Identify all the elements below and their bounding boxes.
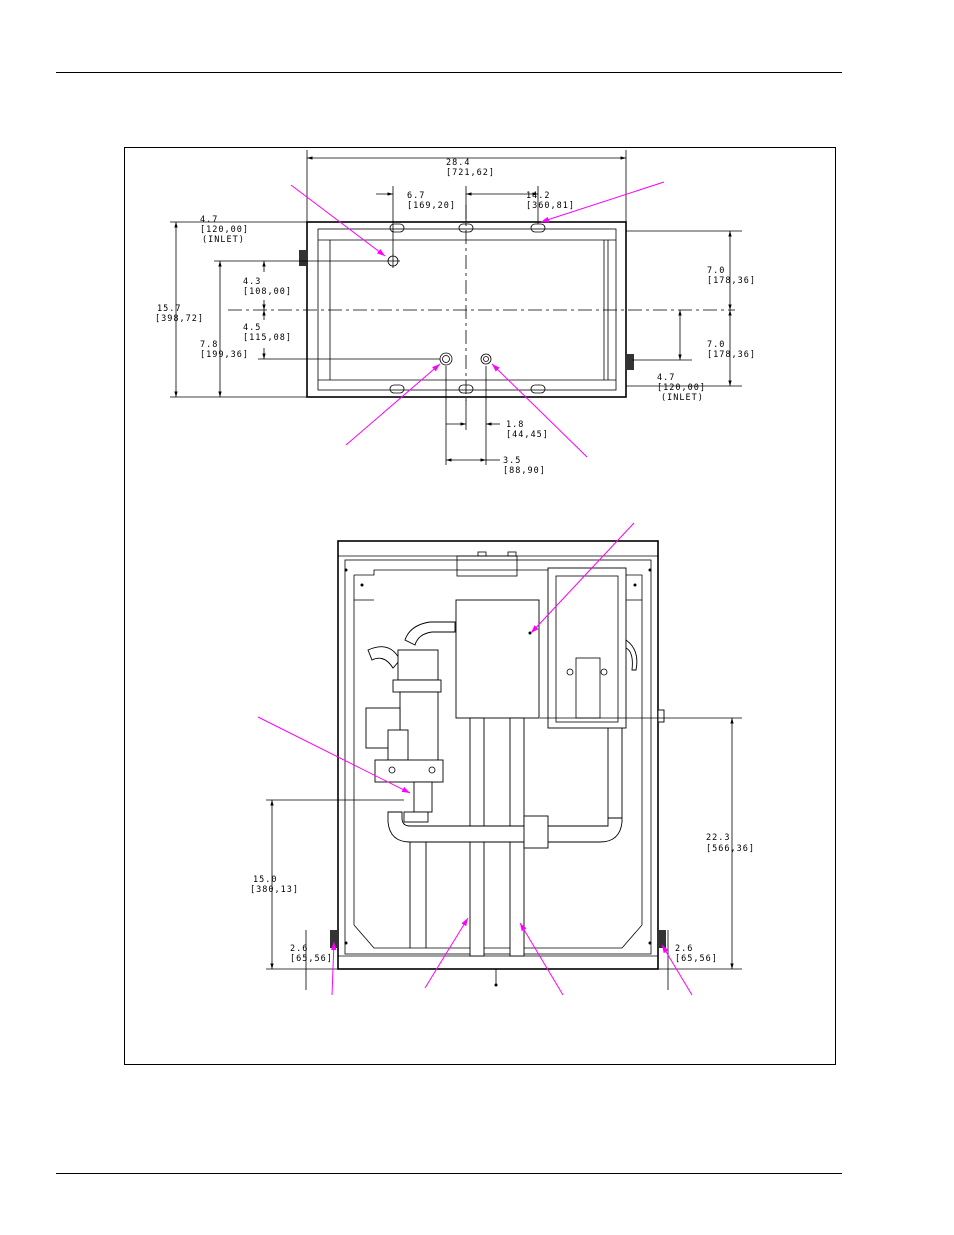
dim-inlet-bottom: 4.7 [657,373,675,383]
header-rule [56,72,842,73]
dim-spacing-3-5-mm: [88,90] [503,466,546,476]
leader-electrical-box [530,522,635,634]
callout-leaders [257,181,693,996]
dim-hole-left-mm: [169,20] [407,201,456,211]
leader-post-left [424,917,469,989]
leader-valve [257,716,411,794]
dim-hole-right: 14.2 [526,191,550,201]
dim-spacing-1-8-mm: [44,45] [506,430,549,440]
dim-right-lower: 7.0 [707,340,725,350]
dim-drain-4-5-mm: [115,08] [243,333,292,343]
dim-inlet-top-note: (INLET) [202,235,245,245]
top-view-dimension-text: 28.4 [721,62] 6.7 [169,20] 14.2 [360,81]… [155,158,756,476]
dim-inlet-bottom-mm: [120,00] [657,383,706,393]
footer-rule [56,1173,842,1174]
dim-overall-width-mm: [721,62] [446,168,495,178]
dim-right-upper-mm: [178,36] [707,276,756,286]
front-view-dimension-text: 22.3 [566,36] 15.0 [380,13] 2.6 [65,56] … [250,833,755,964]
dim-drain-4-3: 4.3 [243,277,261,287]
dim-depth: 15.7 [157,304,181,314]
dim-height-22-3: 22.3 [706,833,730,843]
dim-foot-left-mm: [65,56] [290,954,333,964]
dim-foot-right-mm: [65,56] [675,954,718,964]
leader-drain-left [345,363,441,446]
leader-top-hole [290,184,386,257]
drawing-frame [124,147,836,1065]
dim-right-lower-mm: [178,36] [707,350,756,360]
dim-drain-7-8-mm: [199,36] [200,350,249,360]
dim-inlet-bottom-note: (INLET) [661,393,704,403]
dim-overall-width: 28.4 [446,158,470,168]
leader-post-right [519,922,564,996]
leader-drain-right [491,363,588,458]
top-view [170,150,742,465]
dim-drain-4-5: 4.5 [243,323,261,333]
dim-height-15-0-mm: [380,13] [250,885,299,895]
front-view [266,540,742,990]
dim-drain-4-3-mm: [108,00] [243,287,292,297]
dim-depth-mm: [398,72] [155,314,204,324]
dim-inlet-top: 4.7 [200,215,218,225]
dim-foot-right: 2.6 [675,944,693,954]
dim-inlet-top-mm: [120,00] [200,225,249,235]
dim-hole-left: 6.7 [407,191,425,201]
dim-spacing-1-8: 1.8 [506,420,524,430]
dim-height-15-0: 15.0 [253,875,277,885]
leader-top-slot [540,181,665,223]
leader-foot-left [330,941,337,996]
dim-right-upper: 7.0 [707,266,725,276]
dim-foot-left: 2.6 [290,944,308,954]
dim-drain-7-8: 7.8 [200,340,218,350]
dim-hole-right-mm: [360,81] [526,201,575,211]
leader-foot-right [661,944,693,996]
dim-height-22-3-mm: [566,36] [706,844,755,854]
dim-spacing-3-5: 3.5 [503,456,521,466]
